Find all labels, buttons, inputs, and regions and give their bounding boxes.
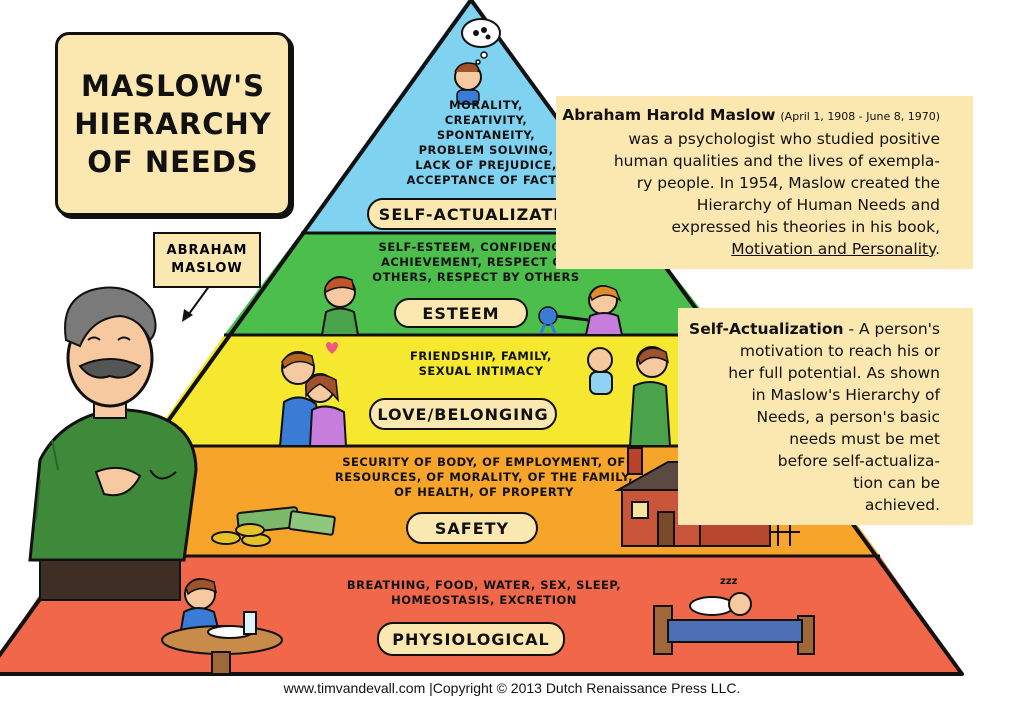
tier-esteem-label: ESTEEM [394, 298, 528, 328]
item: ACHIEVEMENT, RESPECT OF [380, 255, 572, 269]
sleeping-person-bed-icon: zzz [653, 576, 815, 655]
money-pile-icon [211, 506, 336, 547]
name-line-2: MASLOW [171, 261, 243, 276]
bio-text: Abraham Harold Maslow (April 1, 1908 - J… [560, 104, 940, 260]
item: RESOURCES, OF MORALITY, OF THE FAMILY, [334, 470, 634, 484]
title-line-1: MASLOW'S [80, 69, 266, 103]
bio-dates: (April 1, 1908 - June 8, 1970) [780, 110, 940, 123]
item: CREATIVITY, [444, 113, 528, 127]
item: FRIENDSHIP, FAMILY, [410, 349, 552, 363]
maslow-name-label: ABRAHAM MASLOW [153, 232, 261, 288]
tier-love-label: LOVE/BELONGING [369, 398, 557, 430]
item: ACCEPTANCE OF FACTS [406, 173, 566, 187]
item: PROBLEM SOLVING, [418, 143, 554, 157]
name-line-1: ABRAHAM [166, 243, 248, 258]
title-line-2: HIERARCHY [74, 107, 272, 141]
tier-love-items: FRIENDSHIP, FAMILY, SEXUAL INTIMACY [366, 349, 596, 379]
boy-eating-icon [161, 578, 283, 675]
definition-term: Self-Actualization [689, 320, 844, 338]
hugging-couple-icon [278, 342, 348, 447]
definition-box [678, 308, 973, 525]
book-title: Motivation and Personality [731, 240, 936, 258]
tier-physiological-items: BREATHING, FOOD, WATER, SEX, SLEEP, HOME… [316, 578, 652, 608]
item: SELF-ESTEEM, CONFIDENCE, [378, 240, 574, 254]
svg-text:zzz: zzz [720, 576, 738, 587]
definition-text: Self-Actualization - A person's motivati… [682, 318, 940, 516]
item: SEXUAL INTIMACY [418, 364, 544, 378]
bio-name: Abraham Harold Maslow [562, 106, 776, 124]
item: SECURITY OF BODY, OF EMPLOYMENT, OF [342, 455, 626, 469]
tier-physiological-label: PHYSIOLOGICAL [377, 622, 565, 656]
girl-giving-ribbon-icon [538, 285, 624, 336]
definition-line: in Maslow's Hierarchy of [751, 386, 940, 404]
tier-self-actualization-items: MORALITY, CREATIVITY, SPONTANEITY, PROBL… [401, 98, 571, 188]
bio-box [556, 96, 973, 269]
item: OTHERS, RESPECT BY OTHERS [372, 270, 580, 284]
definition-line: achieved. [864, 496, 940, 514]
title-line-3: OF NEEDS [87, 145, 259, 179]
definition-first-line: - A person's [843, 320, 940, 338]
item: HOMEOSTASIS, EXCRETION [391, 593, 577, 607]
definition-line: tion can be [853, 474, 940, 492]
thinking-person-icon [454, 18, 501, 105]
bio-line: ry people. In 1954, Maslow created the [636, 174, 940, 192]
item: OF HEALTH, OF PROPERTY [394, 485, 574, 499]
tier-safety-items: SECURITY OF BODY, OF EMPLOYMENT, OF RESO… [296, 455, 672, 500]
title-box: MASLOW'S HIERARCHY OF NEEDS [55, 32, 291, 216]
definition-line: before self-actualiza- [777, 452, 940, 470]
arrow-head [182, 309, 193, 322]
item: BREATHING, FOOD, WATER, SEX, SLEEP, [346, 578, 622, 592]
definition-line: needs must be met [789, 430, 940, 448]
item: SPONTANEITY, [436, 128, 536, 142]
father-and-baby-icon [587, 346, 672, 447]
bio-line: human qualities and the lives of exempla… [613, 152, 940, 170]
bio-line: Hierarchy of Human Needs and [696, 196, 940, 214]
tier-safety-label: SAFETY [406, 512, 538, 544]
pointer-arrow [185, 284, 211, 319]
definition-line: Needs, a person's basic [756, 408, 941, 426]
bio-line: was a psychologist who studied positive [628, 130, 940, 148]
book-end: . [935, 240, 940, 258]
definition-line: her full potential. As shown [728, 364, 940, 382]
item: MORALITY, [449, 98, 523, 112]
bio-line: expressed his theories in his book, [671, 218, 940, 236]
item: LACK OF PREJUDICE, [415, 158, 557, 172]
boy-receiving-award-icon [320, 276, 360, 336]
abraham-maslow-figure [28, 286, 198, 601]
tier-esteem-items: SELF-ESTEEM, CONFIDENCE, ACHIEVEMENT, RE… [356, 240, 596, 285]
definition-line: motivation to reach his or [739, 342, 940, 360]
copyright-footer: www.timvandevall.com |Copyright © 2013 D… [283, 680, 741, 696]
